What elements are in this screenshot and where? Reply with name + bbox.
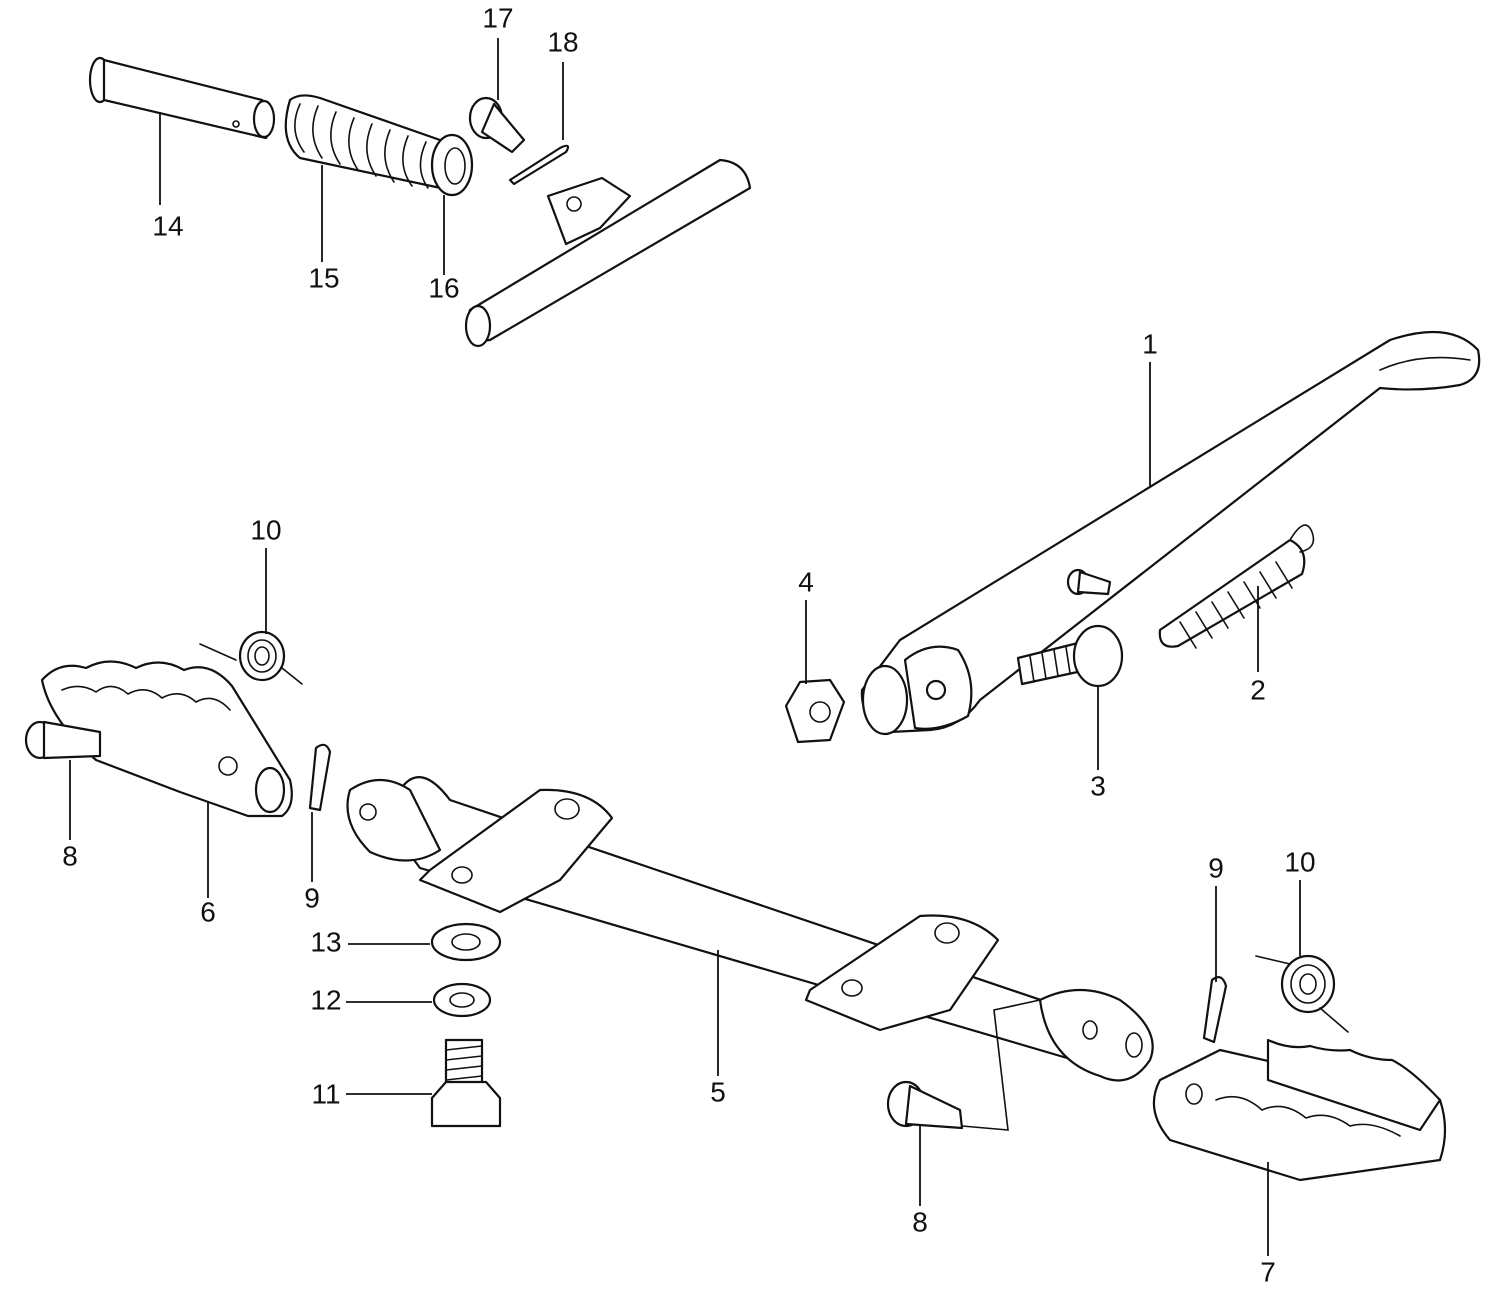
- callout-9-left: 9: [304, 882, 320, 913]
- part-12-lock-washer: [432, 982, 492, 1018]
- part-17-clevis-pin: [468, 96, 526, 154]
- part-1-side-stand: [860, 330, 1481, 736]
- part-9-right-cotter: [1202, 976, 1228, 1044]
- part-5-footpeg-bar: [346, 776, 1154, 1082]
- callout-15: 15: [308, 262, 339, 293]
- callout-14: 14: [152, 210, 183, 241]
- part-7-right-footpeg: [1152, 1038, 1447, 1182]
- callout-3: 3: [1090, 770, 1106, 801]
- frame-tube-with-bracket: [464, 158, 752, 348]
- callout-11: 11: [311, 1078, 340, 1109]
- part-10-left-spring: [199, 630, 303, 685]
- callout-8-right: 8: [912, 1206, 928, 1237]
- callout-18: 18: [547, 26, 578, 57]
- part-8-left-pin: [24, 720, 102, 760]
- part-9-left-cotter: [308, 743, 332, 812]
- callout-10-right: 10: [1284, 846, 1315, 877]
- callout-7: 7: [1260, 1256, 1276, 1287]
- part-16-washer: [430, 133, 474, 197]
- part-10-right-spring: [1255, 954, 1349, 1033]
- callout-5: 5: [710, 1076, 726, 1107]
- callout-8-left: 8: [62, 840, 78, 871]
- part-13-flat-washer: [430, 922, 502, 962]
- callout-4: 4: [798, 566, 814, 597]
- part-18-cotter-pin: [508, 144, 570, 186]
- callout-labels: 17 18 14 15 16 1 4 2 3 10 8 6 9 13 12 11…: [62, 2, 1315, 1287]
- callout-9-right: 9: [1208, 852, 1224, 883]
- callout-13: 13: [310, 926, 341, 957]
- callout-10-left: 10: [250, 514, 281, 545]
- part-3-bolt: [1016, 624, 1124, 688]
- callout-2: 2: [1250, 674, 1266, 705]
- part-8-right-pin: [886, 999, 1041, 1131]
- callout-16: 16: [428, 272, 459, 303]
- callout-17: 17: [482, 2, 513, 33]
- callout-6: 6: [200, 896, 216, 927]
- part-11-hex-bolt: [430, 1038, 502, 1128]
- part-4-nut: [784, 678, 846, 744]
- part-14-pin: [88, 56, 276, 140]
- part-2-spring: [1158, 524, 1315, 649]
- callout-1: 1: [1142, 328, 1158, 359]
- callout-12: 12: [310, 984, 341, 1015]
- stand-spring-hook-pin: [1066, 568, 1112, 596]
- leader-lines: [69, 38, 1301, 1256]
